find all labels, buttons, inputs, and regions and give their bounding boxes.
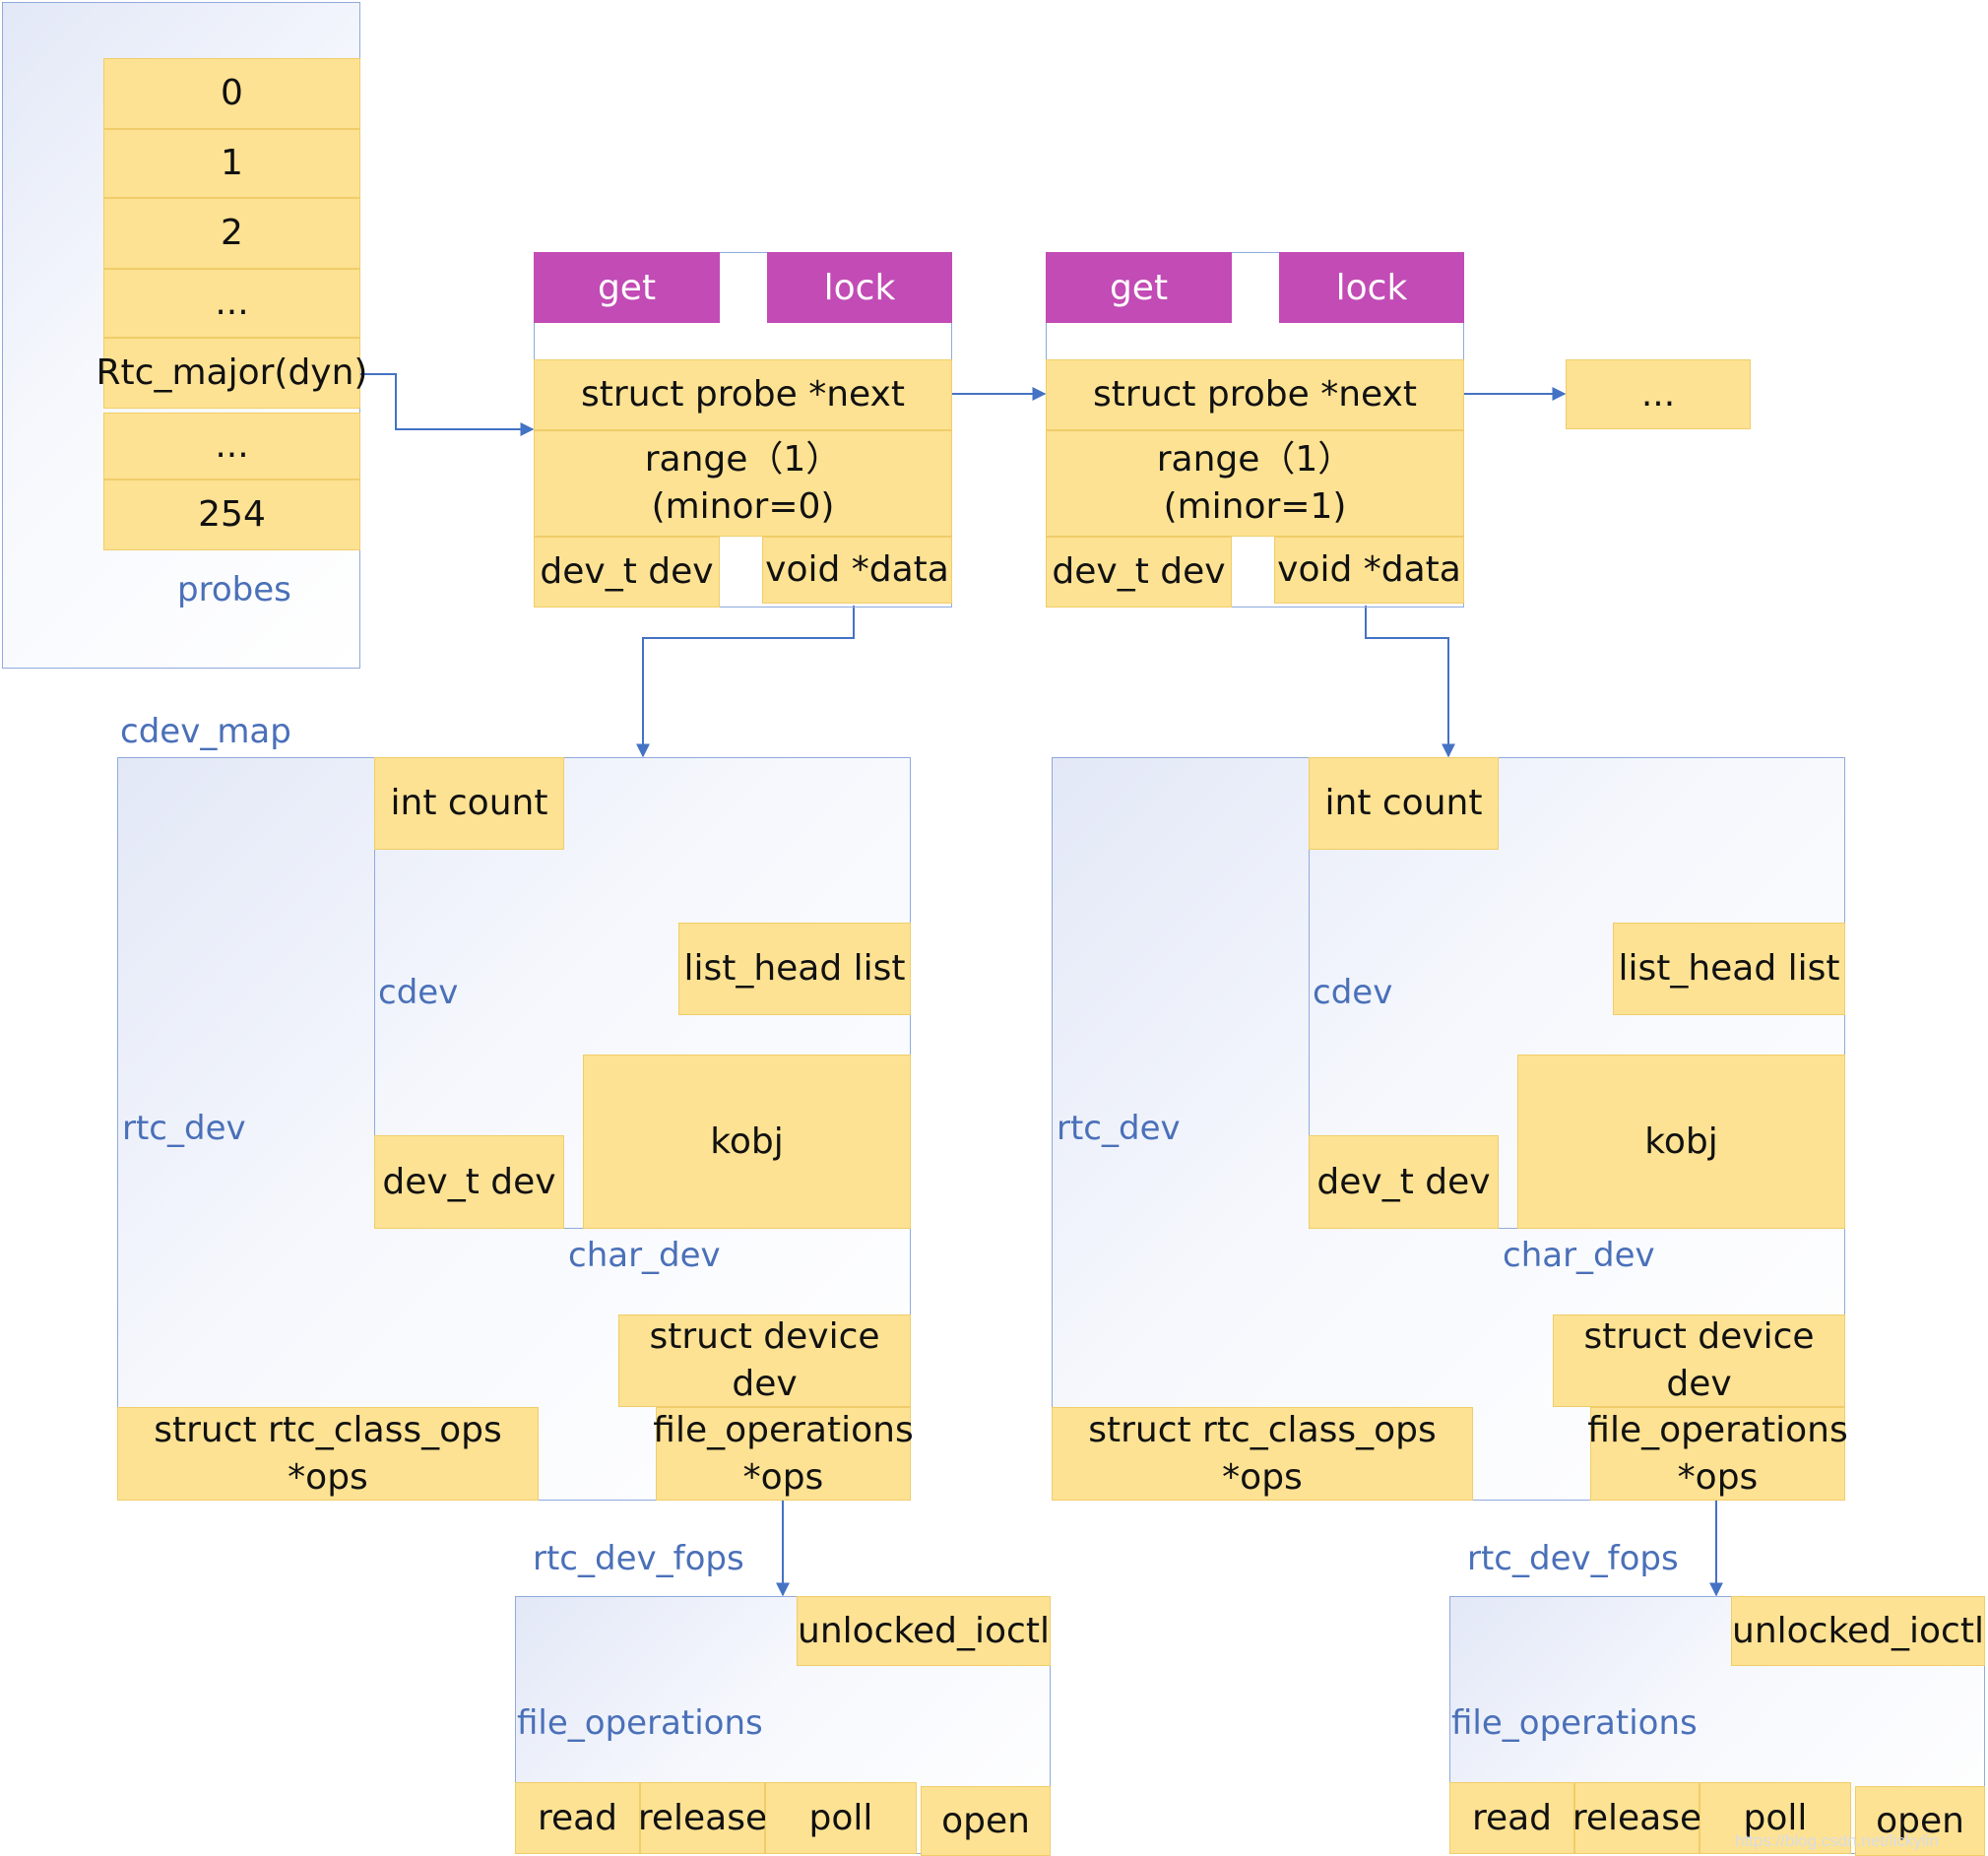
fops-poll-2: poll [1699,1782,1851,1854]
list-head-1: list_head list [678,923,911,1015]
cdev-dev-t-1: dev_t dev [374,1135,564,1229]
file-operations-2-label: file_operations [1451,1703,1698,1743]
probe-node-1-get: get [534,252,720,323]
fops-open-1: open [921,1786,1051,1856]
fops-release-1: release [638,1782,767,1854]
probe-slot-254: 254 [103,480,360,550]
probe-slot-rtc-major: Rtc_major(dyn) [96,338,367,409]
probe-node-ellipsis: ... [1566,359,1751,429]
cdev-map-label: cdev_map [120,712,291,751]
probe-slot-2: 2 [103,198,360,269]
probe-slot-ellipsis: ... [103,269,360,338]
cdev-dev-t-2: dev_t dev [1309,1135,1499,1229]
fops-open-2: open [1855,1786,1985,1856]
probe-node-2-lock: lock [1279,252,1464,323]
file-ops-ptr-1: file_operations *ops [653,1407,914,1501]
int-count-1: int count [374,757,564,850]
file-ops-ptr-2: file_operations *ops [1587,1407,1848,1501]
char-dev-1-label: char_dev [568,1236,721,1275]
unlocked-ioctl-1: unlocked_ioctl [797,1596,1051,1666]
rtc-dev-fops-1-label: rtc_dev_fops [533,1539,744,1578]
fops-poll-1: poll [765,1782,917,1854]
probe-node-1-data: void *data [762,537,952,604]
probes-label: probes [177,570,291,609]
int-count-2: int count [1309,757,1499,850]
list-head-2: list_head list [1613,923,1845,1015]
fops-read-2: read [1449,1782,1574,1854]
cdev-1-label: cdev [378,973,459,1012]
file-operations-1-label: file_operations [517,1703,763,1743]
probe-node-2-range: range（1） (minor=1) [1046,430,1464,537]
watermark: https://blog.csdn.net/lickylin [1735,1831,1939,1850]
rtc-dev-2-label: rtc_dev [1057,1109,1181,1148]
char-dev-2-label: char_dev [1503,1236,1655,1275]
probe-node-2-data: void *data [1274,537,1464,604]
probe-node-2-get: get [1046,252,1232,323]
struct-device-2: struct device dev [1553,1314,1845,1407]
probe-node-2-next: struct probe *next [1046,359,1464,430]
probe-slot-0: 0 [103,58,360,129]
fops-read-1: read [515,1782,640,1854]
arrow-data-to-device-2 [1365,606,1455,758]
probe-node-2-dev: dev_t dev [1046,537,1232,608]
fops-release-2: release [1572,1782,1701,1854]
probe-node-1-range: range（1） (minor=0) [534,430,952,537]
arrow-data-to-device-1 [636,606,855,758]
probe-node-1-dev: dev_t dev [534,537,720,608]
rtc-dev-1-label: rtc_dev [122,1109,246,1148]
rtc-class-ops-2: struct rtc_class_ops *ops [1052,1407,1473,1501]
unlocked-ioctl-2: unlocked_ioctl [1731,1596,1985,1666]
probe-slot-1: 1 [103,129,360,198]
probe-node-1-next: struct probe *next [534,359,952,430]
probe-node-1-lock: lock [767,252,952,323]
rtc-dev-fops-2-label: rtc_dev_fops [1467,1539,1679,1578]
kobj-2: kobj [1517,1055,1845,1229]
rtc-class-ops-1: struct rtc_class_ops *ops [117,1407,539,1501]
struct-device-1: struct device dev [618,1314,911,1407]
kobj-1: kobj [583,1055,911,1229]
probe-slot-ellipsis-2: ... [103,413,360,480]
cdev-2-label: cdev [1313,973,1393,1012]
arrow-major-to-probe [357,373,535,436]
